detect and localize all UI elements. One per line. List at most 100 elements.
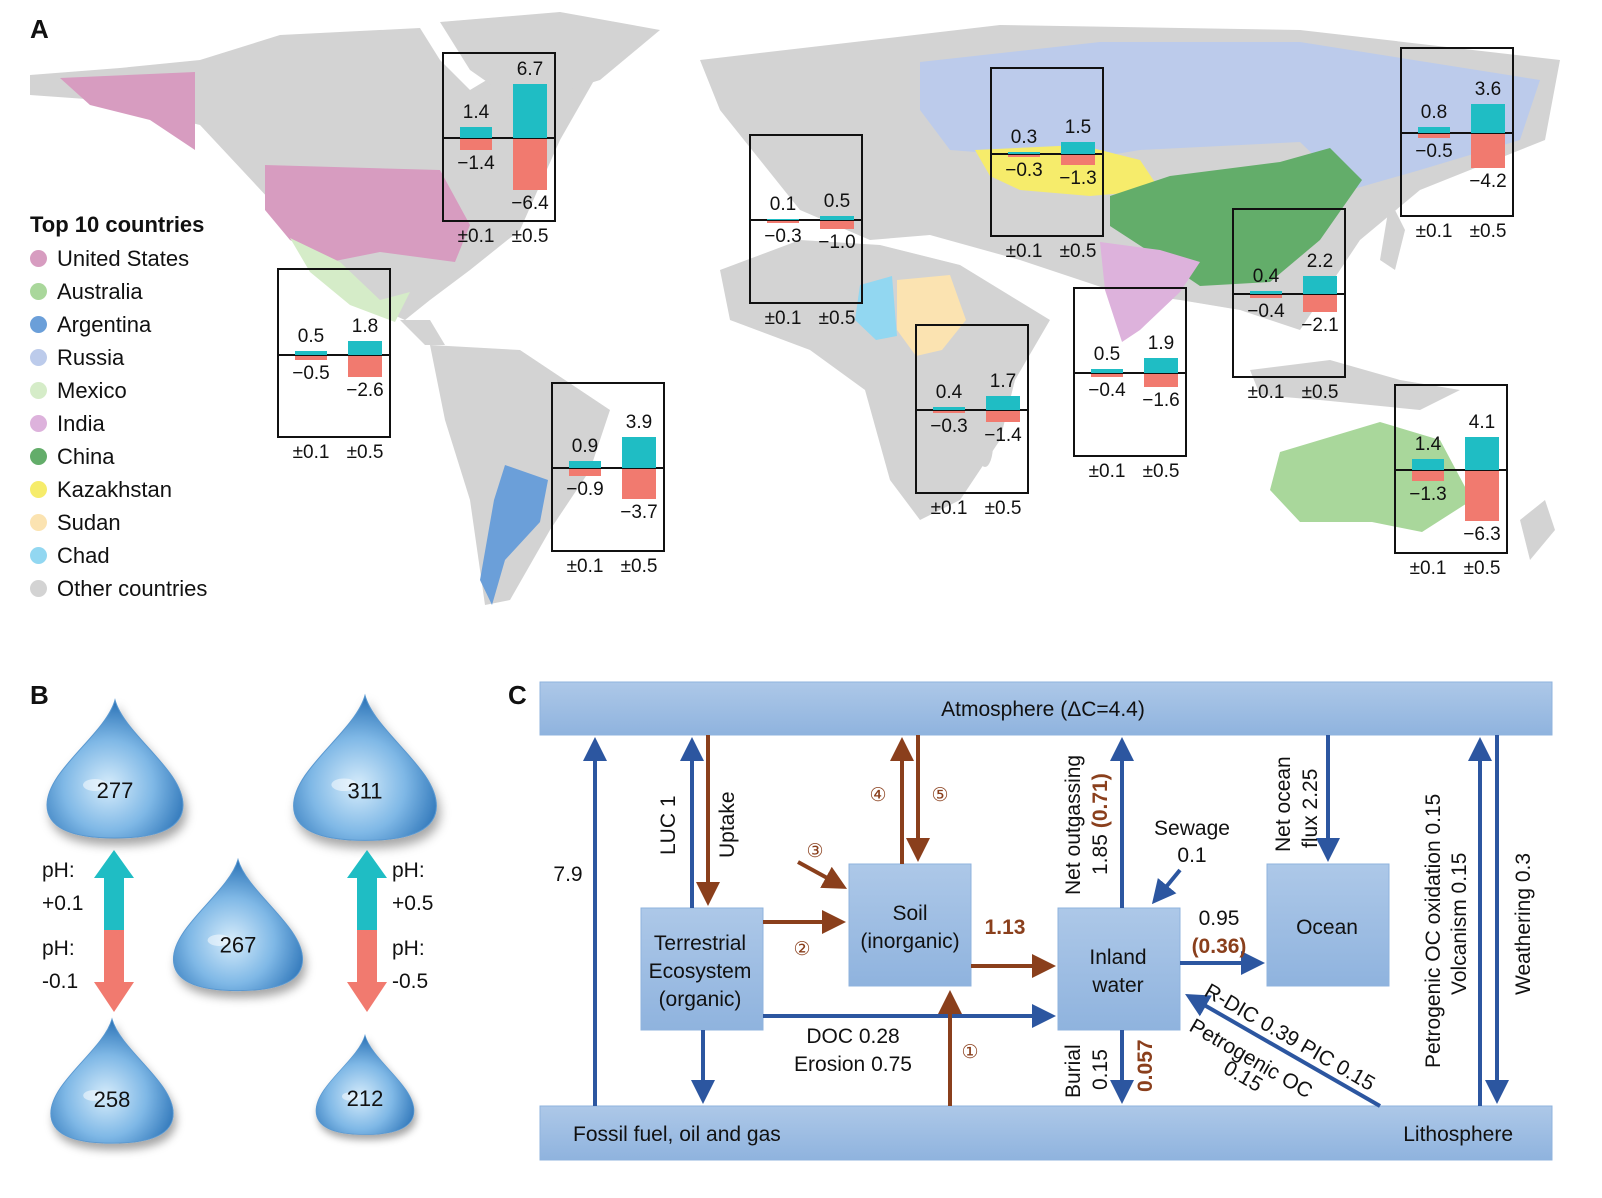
negative-bar [1144,374,1178,387]
legend-swatch [30,547,47,564]
negative-bar [767,221,799,224]
negative-value-label: −0.5 [1415,141,1453,162]
positive-bar [1144,357,1178,373]
legend-label: India [57,410,105,436]
terrestrial-label-2: Ecosystem [649,960,752,983]
negative-bar [1008,155,1040,158]
left-ph-up-value: +0.1 [42,892,84,915]
negative-bar [1412,471,1444,482]
zero-line [751,219,861,221]
map-sudan [897,275,966,356]
negative-value-label: −6.4 [511,193,549,215]
zero-line [1396,469,1506,471]
map-china [1110,148,1362,286]
map-united-states [265,165,470,262]
negative-value-label: −0.4 [1247,301,1285,323]
tick-label: ±0.5 [1301,382,1339,403]
erosion-label: Erosion 0.75 [794,1053,912,1076]
zero-line [992,153,1102,155]
positive-value-label: 3.6 [1474,79,1502,101]
positive-value-label: 1.4 [1414,433,1442,455]
negative-bar [820,221,854,229]
legend-swatch [30,448,47,465]
zero-line [553,467,663,469]
tick-label: ±0.1 [1005,241,1043,262]
volcanism-label: Volcanism 0.15 [1448,853,1471,995]
positive-bar [933,406,965,410]
blue-arrows [583,735,1509,1108]
positive-bar [1418,126,1450,133]
tick-label: ±0.5 [818,308,856,329]
soil-label-2: (inorganic) [860,930,959,953]
negative-value-label: −2.1 [1301,314,1339,336]
zero-line [1234,293,1344,295]
drop-value: 258 [94,1087,131,1112]
legend-swatch [30,316,47,333]
weathering-label: Weathering 0.3 [1512,853,1535,995]
net-ocean-value: flux 2.25 [1299,769,1322,848]
positive-value-label: 0.9 [571,435,599,457]
negative-value-label: −4.2 [1469,170,1507,192]
panel-a-letter: A [30,14,49,44]
doc-label: DOC 0.28 [806,1025,899,1048]
inland-water-box [1057,907,1181,1031]
tick-label: ±0.5 [1469,221,1507,242]
map-argentina [480,465,548,605]
outgassing-inorganic: (0.71) [1089,773,1112,828]
legend-swatch [30,481,47,498]
petrogenic-oxidation-label: Petrogenic OC oxidation 0.15 [1422,794,1445,1068]
positive-value-label: 6.7 [516,59,544,81]
negative-value-label: −0.3 [764,226,802,248]
zero-line [1075,372,1185,374]
water-drop-bottom-left: 258 [50,1017,174,1144]
legend-item: United States [30,242,207,275]
luc-label: LUC 1 [657,795,680,855]
brown-arrows [696,735,1056,1106]
legend-item: Other countries [30,572,207,605]
legend-swatch [30,349,47,366]
legend-title: Top 10 countries [30,212,205,237]
legend-swatch [30,415,47,432]
tick-label: ±0.5 [1142,461,1180,482]
positive-value-label: 1.4 [462,101,490,123]
negative-bar [513,139,547,191]
water-drop-top-left: 277 [46,698,184,839]
zero-line [279,354,389,356]
left-ph-down-value: -0.1 [42,970,79,993]
left-ph-arrow [94,850,134,1012]
legend-item: Argentina [30,308,207,341]
outgassing-total: 1.85 [1089,834,1112,875]
legend-item: Sudan [30,506,207,539]
negative-bar [569,469,601,477]
tick-label: ±0.1 [457,226,495,247]
fossil-flux-value: 7.9 [553,863,582,886]
tick-label: ±0.1 [1415,221,1453,242]
arrow-3 [797,860,848,889]
sewage-arrow [1151,868,1182,905]
positive-value-label: 0.4 [1252,265,1280,287]
positive-bar [295,351,327,355]
negative-value-label: −0.4 [1088,380,1126,402]
positive-bar [1412,458,1444,470]
legend-swatch [30,514,47,531]
legend-label: Sudan [57,509,121,535]
legend-item: Mexico [30,374,207,407]
positive-bar [820,216,854,220]
drop-value: 277 [97,778,134,803]
positive-bar [767,219,799,220]
map-india [1100,242,1200,342]
positive-bar [569,460,601,468]
panel-b-letter: B [30,680,49,710]
legend-item: Australia [30,275,207,308]
tick-label: ±0.5 [984,498,1022,519]
negative-bar [1091,374,1123,378]
right-ph-up-label: pH: [392,859,425,882]
negative-value-label: −1.6 [1142,389,1180,411]
map-australia [1270,422,1472,532]
